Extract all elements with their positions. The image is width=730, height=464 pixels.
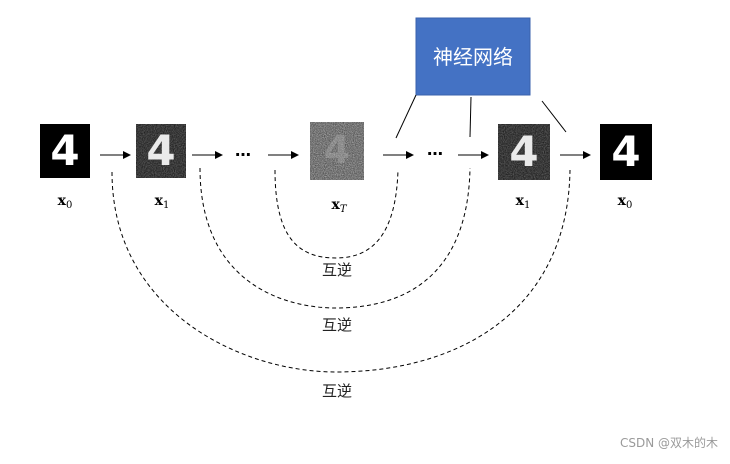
label-x1-left: x1 bbox=[155, 193, 170, 211]
watermark: CSDN @双木的木 bbox=[620, 435, 718, 450]
image-x0-right: 4 bbox=[600, 124, 652, 180]
digit-glyph: 4 bbox=[611, 127, 640, 176]
inverse-arc-inner bbox=[275, 170, 398, 258]
digit-glyph: 4 bbox=[509, 127, 538, 176]
ellipsis-right: … bbox=[427, 140, 443, 159]
inverse-label-middle: 互逆 bbox=[322, 316, 352, 334]
label-xT: xT bbox=[331, 197, 347, 215]
image-x1-right: 4 bbox=[498, 124, 550, 180]
image-x0-left: 4 bbox=[40, 124, 90, 178]
inverse-arc-middle bbox=[200, 168, 470, 308]
label-x0-right: x0 bbox=[618, 193, 633, 211]
image-xT: 4 bbox=[310, 122, 364, 180]
label-x0-left: x0 bbox=[58, 193, 73, 211]
ellipsis-left: … bbox=[235, 141, 251, 160]
label-x1-right: x1 bbox=[516, 193, 531, 211]
inverse-label-outer: 互逆 bbox=[322, 382, 352, 400]
neural-network-box: 神经网络 bbox=[416, 18, 530, 95]
network-link-left bbox=[396, 95, 416, 138]
digit-glyph: 4 bbox=[324, 128, 350, 172]
image-x1-left: 4 bbox=[136, 124, 186, 178]
digit-glyph: 4 bbox=[50, 126, 79, 175]
neural-network-label: 神经网络 bbox=[433, 45, 513, 69]
network-link-mid bbox=[470, 97, 471, 137]
inverse-label-inner: 互逆 bbox=[322, 261, 352, 279]
digit-glyph: 4 bbox=[146, 126, 175, 175]
